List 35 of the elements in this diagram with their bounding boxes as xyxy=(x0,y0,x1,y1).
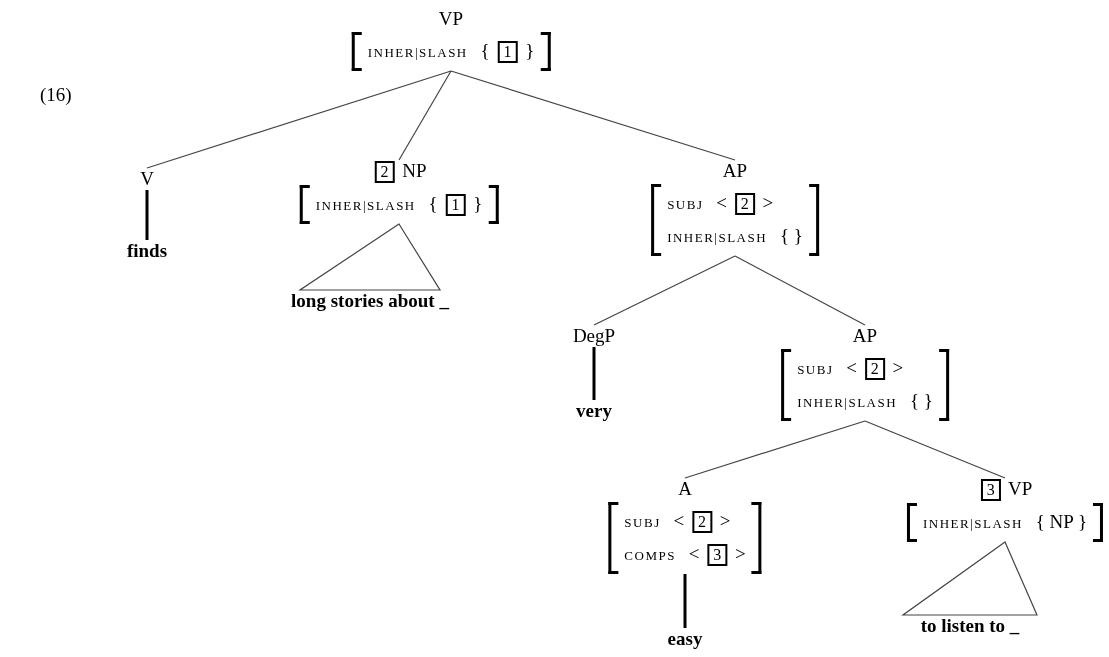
feature-row-text: SUBJ < 2 > xyxy=(624,509,732,535)
feature-row-text: COMPS < 3 > xyxy=(624,542,746,568)
feature-row-text: INHER|SLASH { NP } xyxy=(922,510,1088,534)
feature-row-text: SUBJ < 2 > xyxy=(797,356,905,382)
feature-row-text: INHER|SLASH { 1 } xyxy=(315,192,483,218)
tree-branch xyxy=(450,70,736,161)
triangle-branch xyxy=(298,223,442,291)
tree-branch xyxy=(864,420,1006,479)
category-label: AP xyxy=(722,160,748,182)
word-label: very xyxy=(576,400,612,422)
feature-row-text: SUBJ < 2 > xyxy=(667,191,775,217)
triangle-branch xyxy=(901,541,1038,616)
word-label: easy xyxy=(667,628,703,650)
word-label: finds xyxy=(126,240,168,262)
feature-row-text: INHER|SLASH { 1 } xyxy=(367,39,535,65)
category-label: AP xyxy=(852,325,878,347)
category-label: 3 VP xyxy=(977,478,1033,501)
tree-branch xyxy=(734,255,866,326)
category-label: V xyxy=(140,168,154,190)
example-number: (16) xyxy=(40,84,72,106)
word-label: long stories about _ xyxy=(291,290,449,312)
tree-branch xyxy=(592,347,596,400)
tree-branch xyxy=(593,255,736,326)
category-label: A xyxy=(678,478,692,500)
category-label: 2 NP xyxy=(371,160,427,183)
tree-branch xyxy=(146,70,452,169)
tree-branch xyxy=(398,70,452,161)
feature-row-text: INHER|SLASH { } xyxy=(667,224,803,248)
category-label: DegP xyxy=(572,325,616,347)
category-label: VP xyxy=(438,8,464,30)
tree-branch xyxy=(684,420,866,479)
tree-branch xyxy=(145,190,149,240)
tree-branch xyxy=(683,574,687,628)
feature-row-text: INHER|SLASH { } xyxy=(797,389,933,413)
word-label: to listen to _ xyxy=(920,615,1020,637)
